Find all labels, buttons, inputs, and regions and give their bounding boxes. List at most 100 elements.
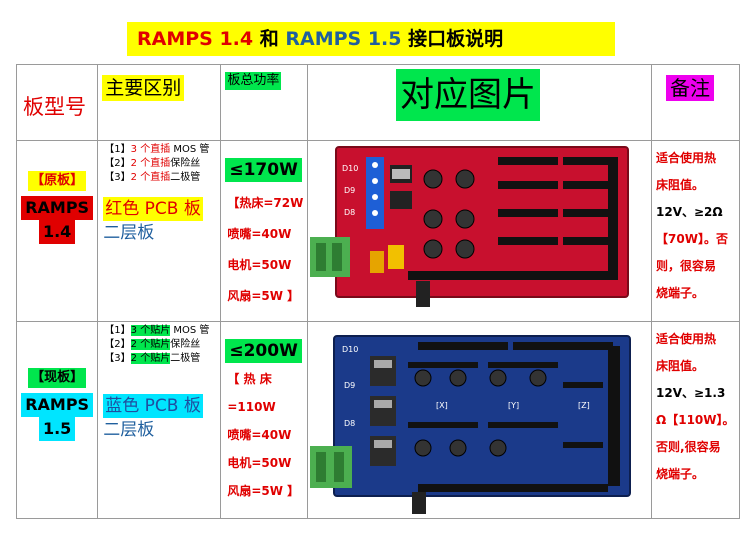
power-detail-line: =110W [227, 400, 276, 414]
title-ramps15: RAMPS 1.5 [285, 28, 402, 50]
list-item: 【2】2 个贴片保险丝 [104, 338, 220, 352]
header-note-cell: 备注 [651, 64, 740, 141]
pcb-color: 红色 PCB 板 [103, 197, 203, 221]
list-item: 【2】2 个直插保险丝 [104, 157, 220, 171]
board-label-d8: D8 [344, 208, 355, 217]
note-line: 12V、≥2Ω [656, 205, 723, 219]
list-item: 【1】3 个贴片 MOS 管 [104, 324, 220, 338]
power-detail-line: 【 热 床 [227, 372, 272, 386]
axis-label-z: [Z] [578, 401, 590, 410]
model-cell: 【原板】 RAMPS 1.4 [15, 140, 99, 322]
feature-index: 【2】 [104, 339, 131, 350]
table-row: 【现板】 RAMPS 1.5 【1】3 个贴片 MOS 管 【2】2 个贴片保险… [15, 321, 740, 519]
axis-label-x: [X] [436, 401, 448, 410]
image-cell: D10 D9 D8 [X] [ [307, 321, 653, 519]
note-cell: 适合使用热 床阻值。 12V、≥1.3 Ω【110W】。 否则,很容易 烧端子。 [651, 321, 740, 519]
feature-type: 3 个贴片 [130, 325, 171, 336]
note-text: 适合使用热 床阻值。 12V、≥1.3 Ω【110W】。 否则,很容易 烧端子。 [653, 323, 739, 489]
note-line: Ω【110W】。 [656, 413, 735, 427]
header-model-cell: 板型号 [15, 64, 99, 141]
board-label-d8: D8 [344, 419, 355, 428]
power-details: 【热床=72W 喷嘴=40W 电机=50W 风扇=5W 】 [222, 182, 307, 312]
list-item: 【3】2 个直插二极管 [104, 171, 220, 185]
power-detail-line: 【热床=72W [227, 196, 304, 210]
note-line: 适合使用热 [656, 151, 717, 165]
board-label-d10: D10 [342, 164, 358, 173]
diff-cell: 【1】3 个直插 MOS 管 【2】2 个直插保险丝 【3】2 个直插二极管 红… [97, 140, 222, 322]
title-suffix: 接口板说明 [401, 28, 504, 50]
comparison-table: 板型号 主要区别 板总功率 对应图片 备注 【原板】 RAMPS 1.4 【1】… [15, 64, 740, 519]
header-diff-cell: 主要区别 [97, 64, 222, 141]
note-line: 烧端子。 [656, 286, 705, 300]
note-cell: 适合使用热 床阻值。 12V、≥2Ω 【70W】。否 则，很容易 烧端子。 [651, 140, 740, 322]
power-total: ≤200W [225, 339, 302, 363]
feature-type: 2 个直插 [130, 158, 171, 169]
model-cell: 【现板】 RAMPS 1.5 [15, 321, 99, 519]
feature-index: 【3】 [104, 172, 131, 183]
note-line: 适合使用热 [656, 332, 717, 346]
power-cell: ≤170W 【热床=72W 喷嘴=40W 电机=50W 风扇=5W 】 [220, 140, 309, 322]
note-line: 床阻值。 [656, 178, 705, 192]
power-details: 【 热 床 =110W 喷嘴=40W 电机=50W 风扇=5W 】 [222, 363, 307, 505]
board-tag: 【原板】 [28, 171, 87, 191]
ramps14-board-image: D10 D9 D8 [308, 141, 651, 321]
power-detail-line: 风扇=5W 】 [227, 484, 300, 498]
note-text: 适合使用热 床阻值。 12V、≥2Ω 【70W】。否 则，很容易 烧端子。 [653, 142, 739, 308]
power-detail-line: 喷嘴=40W [227, 428, 292, 442]
header-power: 板总功率 [225, 72, 282, 90]
feature-part: MOS 管 [170, 325, 210, 336]
feature-part: MOS 管 [170, 144, 210, 155]
feature-type: 2 个贴片 [130, 353, 171, 364]
board-label-d10: D10 [342, 345, 358, 354]
feature-part: 二极管 [170, 353, 201, 364]
header-note: 备注 [666, 75, 715, 101]
feature-type: 2 个直插 [130, 172, 171, 183]
power-detail-line: 电机=50W [227, 456, 292, 470]
note-line: 否则,很容易 [656, 440, 721, 454]
pcb-layers: 二层板 [103, 420, 155, 440]
board-label-d9: D9 [344, 381, 355, 390]
page-title: RAMPS 1.4 和 RAMPS 1.5 接口板说明 [127, 22, 615, 56]
board-label-d9: D9 [344, 186, 355, 195]
power-detail-line: 喷嘴=40W [227, 227, 292, 241]
feature-list: 【1】3 个直插 MOS 管 【2】2 个直插保险丝 【3】2 个直插二极管 [99, 142, 220, 186]
list-item: 【3】2 个贴片二极管 [104, 352, 220, 366]
feature-part: 保险丝 [170, 339, 201, 350]
note-line: 【70W】。否 [656, 232, 728, 246]
image-cell: D10 D9 D8 [307, 140, 653, 322]
power-total: ≤170W [225, 158, 302, 182]
power-cell: ≤200W 【 热 床 =110W 喷嘴=40W 电机=50W 风扇=5W 】 [220, 321, 309, 519]
title-and: 和 [253, 28, 286, 50]
header-image-cell: 对应图片 [307, 64, 653, 141]
power-detail-line: 风扇=5W 】 [227, 289, 300, 303]
pcb-layers: 二层板 [103, 223, 155, 243]
pcb-color: 蓝色 PCB 板 [103, 394, 203, 418]
note-line: 则，很容易 [656, 259, 717, 273]
header-power-cell: 板总功率 [220, 64, 309, 141]
board-tag: 【现板】 [28, 368, 87, 388]
note-line: 烧端子。 [656, 467, 705, 481]
feature-type: 2 个贴片 [130, 339, 171, 350]
feature-index: 【3】 [104, 353, 131, 364]
feature-index: 【1】 [104, 144, 131, 155]
feature-index: 【1】 [104, 325, 131, 336]
board-name: RAMPS [21, 196, 94, 220]
note-line: 12V、≥1.3 [656, 386, 726, 400]
ramps15-board-image: D10 D9 D8 [X] [ [308, 322, 651, 518]
table-row: 【原板】 RAMPS 1.4 【1】3 个直插 MOS 管 【2】2 个直插保险… [15, 140, 740, 322]
diff-cell: 【1】3 个贴片 MOS 管 【2】2 个贴片保险丝 【3】2 个贴片二极管 蓝… [97, 321, 222, 519]
feature-list: 【1】3 个贴片 MOS 管 【2】2 个贴片保险丝 【3】2 个贴片二极管 [99, 323, 220, 367]
board-version: 1.4 [38, 220, 76, 244]
title-ramps14: RAMPS 1.4 [137, 28, 254, 50]
feature-type: 3 个直插 [130, 144, 171, 155]
feature-index: 【2】 [104, 158, 131, 169]
list-item: 【1】3 个直插 MOS 管 [104, 143, 220, 157]
header-image: 对应图片 [396, 69, 541, 121]
feature-part: 二极管 [170, 172, 201, 183]
board-name: RAMPS [21, 393, 94, 417]
feature-part: 保险丝 [170, 158, 201, 169]
board-version: 1.5 [38, 417, 76, 441]
axis-label-y: [Y] [508, 401, 519, 410]
header-row: 板型号 主要区别 板总功率 对应图片 备注 [15, 64, 740, 141]
note-line: 床阻值。 [656, 359, 705, 373]
